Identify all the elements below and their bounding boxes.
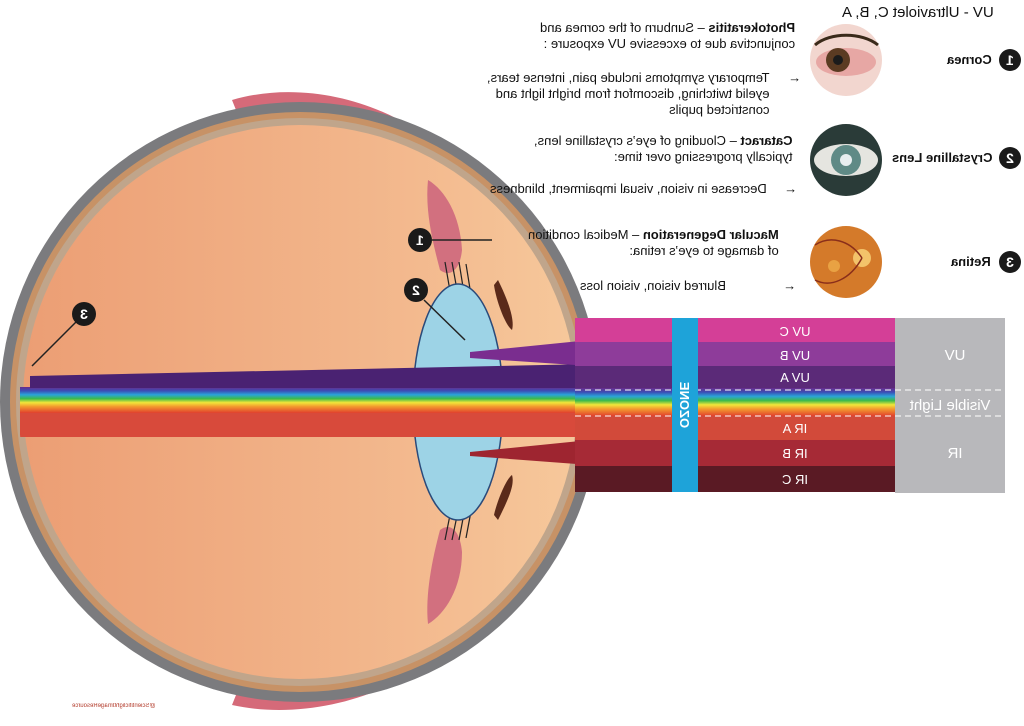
uv-group-box — [895, 318, 1005, 493]
item-3-description: Macular Degeneration – Medical condition… — [528, 227, 779, 259]
tag-lens: Crystalline Lens — [892, 150, 993, 165]
item-3-desc-line2: of damage to eye’s retina: — [629, 243, 779, 258]
tag-cornea: Cornea — [947, 52, 992, 67]
watermark: @ScientificlightImageResource — [72, 703, 156, 709]
item-1-desc-line1: – Sunburn of the cornea and — [540, 20, 709, 35]
badge-2 — [999, 147, 1021, 169]
item-3-arrow: ← — [783, 278, 796, 293]
ozone-bar — [672, 318, 698, 492]
header-uv-types: UV - Ultraviolet C, B, A — [842, 4, 994, 21]
item-1-description: Photokeratitis – Sunburn of the cornea a… — [540, 20, 795, 52]
band-label-ira: IR A — [782, 421, 807, 436]
visible-light-ray — [20, 387, 582, 413]
item-2-description: Cataract – Clouding of eye’s crystalline… — [534, 133, 792, 165]
badge-3-label: 3 — [1006, 254, 1014, 270]
band-uvc-ray — [575, 318, 895, 342]
ozone-label: OZONE — [677, 382, 692, 429]
badge-1-label: 1 — [1006, 52, 1014, 68]
marker-circle-2 — [404, 278, 428, 302]
band-label-uva: UV A — [780, 370, 810, 385]
group-label-ir: IR — [947, 445, 962, 462]
irb-ray — [470, 440, 590, 465]
item-2-desc-line2: typically progressing over time: — [614, 149, 793, 164]
ciliary-lower — [427, 526, 462, 624]
badge-3 — [999, 251, 1021, 273]
marker-circle-3 — [72, 302, 96, 326]
item-1-symptoms: Temporary symptoms include pain, intense… — [487, 70, 770, 118]
group-label-visible: Visible Light — [909, 397, 990, 414]
item-2-desc-line1: – Clouding of eye’s crystalline lens, — [534, 133, 741, 148]
item-1-symptom-line3: constricted pupils — [669, 102, 770, 117]
item-1-symptom-line2: eyelid twitching, discomfort from bright… — [495, 86, 770, 101]
marker-label-1: 1 — [416, 232, 424, 248]
uva-ray — [30, 364, 590, 388]
band-ira-ray — [575, 416, 895, 440]
cornea-photo — [810, 24, 882, 96]
band-label-irc: IR C — [782, 472, 808, 487]
iris-lower — [494, 475, 513, 520]
tag-retina: Retina — [951, 254, 991, 269]
retina-photo — [810, 226, 882, 298]
item-1-symptom-line1: Temporary symptoms include pain, intense… — [487, 70, 770, 85]
band-visible-ray — [575, 388, 895, 416]
item-2-symptom-line1: Decrease in vision, visual impairment, b… — [490, 181, 767, 196]
iris-upper — [494, 280, 513, 330]
band-label-uvb: UV B — [780, 348, 810, 363]
item-1-title: Photokeratitis — [708, 20, 796, 35]
item-3-desc-line1: – Medical condition — [528, 227, 643, 242]
band-irb-ray — [575, 440, 895, 466]
item-3-symptom-line1: Blurred vision, vision loss — [580, 278, 726, 293]
badge-1 — [999, 49, 1021, 71]
marker-line-2 — [423, 299, 466, 341]
band-irc-ray — [575, 466, 895, 492]
item-1-desc-line2: conjunctiva due to excessive UV exposure… — [543, 36, 796, 51]
ir-a-ray — [20, 413, 582, 437]
marker-circle-1 — [408, 228, 432, 252]
band-label-irb: IR B — [782, 446, 807, 461]
item-2-arrow: ← — [784, 181, 797, 196]
band-uvb-ray — [575, 342, 895, 366]
marker-label-2: 2 — [412, 282, 420, 298]
item-3-title: Macular Degeneration — [642, 227, 779, 242]
uvb-ray — [470, 340, 590, 366]
band-uva-ray — [575, 366, 895, 388]
marker-line-3 — [31, 321, 77, 367]
badge-2-label: 2 — [1006, 150, 1014, 166]
item-2-title: Cataract — [740, 133, 793, 148]
marker-label-3: 3 — [80, 306, 88, 322]
item-2-symptoms: Decrease in vision, visual impairment, b… — [490, 181, 767, 197]
band-label-uvc: UV C — [779, 324, 810, 339]
group-label-uv: UV — [945, 347, 966, 364]
lens-photo — [810, 124, 882, 196]
item-3-symptoms: Blurred vision, vision loss — [580, 278, 726, 294]
item-1-arrow: ← — [788, 70, 801, 85]
ciliary-upper — [427, 180, 462, 274]
